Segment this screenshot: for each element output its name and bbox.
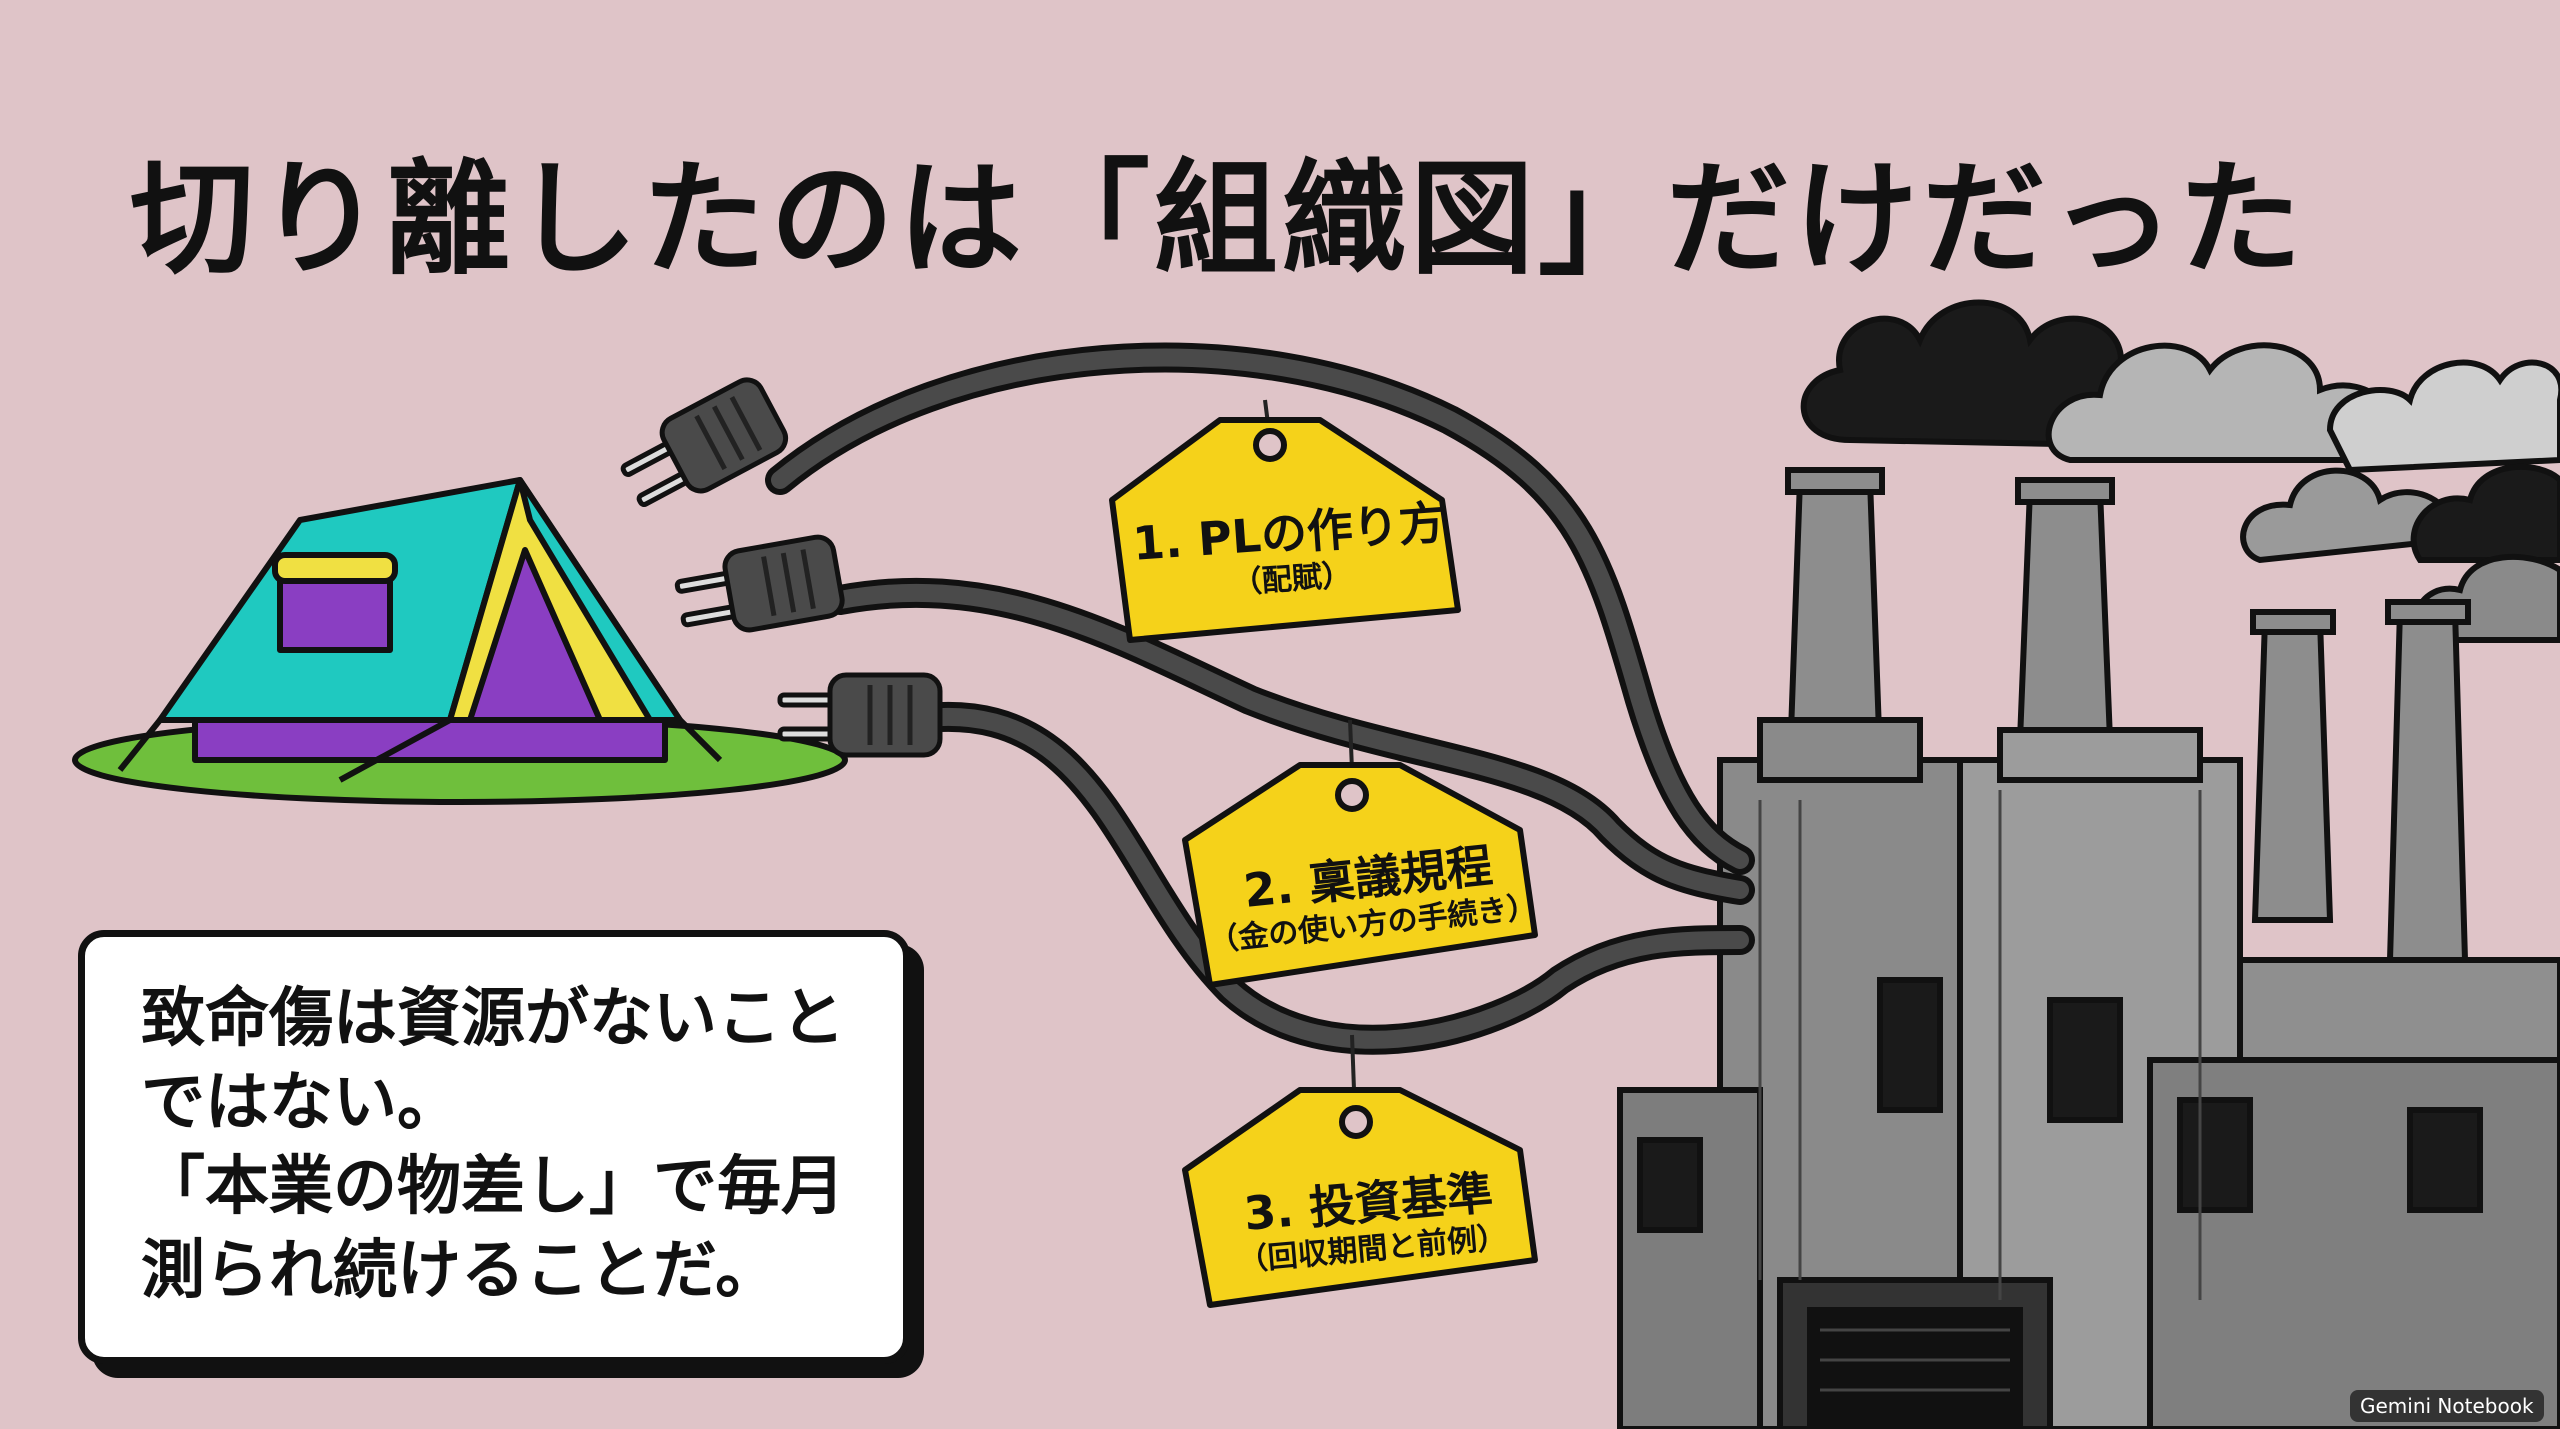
watermark: Gemini Notebook	[2350, 1390, 2544, 1422]
note-text: 致命傷は資源がないこと ではない。 「本業の物差し」で毎月 測られ続けることだ。	[141, 977, 845, 1313]
smoke-icon	[1800, 299, 2560, 643]
power-cables	[765, 342, 1755, 1055]
note-box: 致命傷は資源がないこと ではない。 「本業の物差し」で毎月 測られ続けることだ。	[78, 930, 910, 1364]
page-title: 切り離したのは「組織図」だけだった	[130, 148, 2307, 292]
note-line: 致命傷は資源がないこと	[141, 982, 845, 1056]
tag-3-shape	[1182, 1034, 1538, 1308]
tag-shapes	[1109, 399, 1538, 1308]
factory-icon	[1617, 299, 2560, 1429]
note-line: ではない。	[141, 1066, 461, 1140]
tent-icon	[72, 477, 848, 805]
note-line: 測られ続けることだ。	[141, 1234, 780, 1308]
tag-1-shape	[1109, 399, 1461, 643]
plug-icon	[620, 377, 943, 758]
tag-2-shape	[1182, 719, 1538, 988]
note-line: 「本業の物差し」で毎月	[141, 1150, 845, 1224]
